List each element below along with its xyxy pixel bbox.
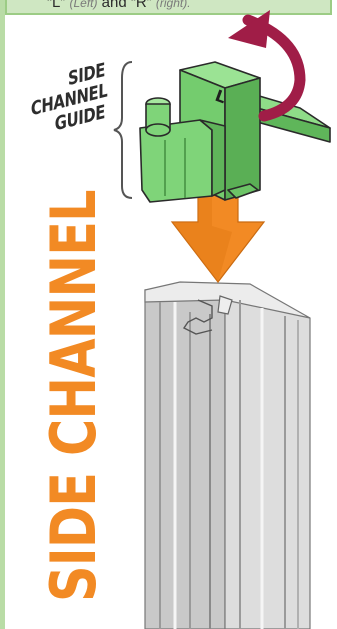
side-channel-extrusion <box>145 282 310 629</box>
side-channel-label: SIDE CHANNEL <box>43 190 105 602</box>
label-brace <box>114 62 132 198</box>
